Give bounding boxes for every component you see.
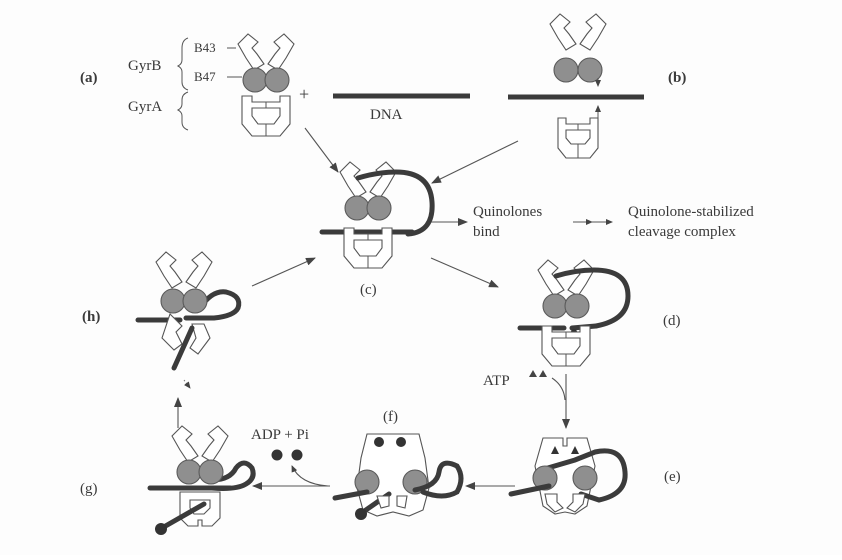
dna-g-segment-h: [183, 289, 242, 321]
plus-sign: +: [299, 84, 309, 104]
atp-triangle-icon: [529, 370, 537, 377]
gyrB-dimer-b: [549, 13, 607, 83]
dna-t-segment-h: [171, 325, 195, 371]
panel-label-b: (b): [668, 70, 686, 86]
atp-triangle-icon: [539, 370, 547, 377]
dna-g-segment-f: [412, 460, 464, 499]
panel-a: (a) GyrB GyrA B43 B47 +: [80, 33, 309, 137]
free-dna: DNA: [333, 93, 470, 123]
dna-label: DNA: [370, 107, 403, 123]
gyrase-a: [237, 33, 295, 137]
arrow-c-to-d: [430, 257, 499, 288]
panel-g: (g): [80, 425, 256, 535]
arrow-a-to-c: [304, 127, 339, 173]
atp-step: ATP: [483, 370, 570, 429]
panel-label-g: (g): [80, 481, 98, 497]
panel-e: (e): [508, 437, 681, 515]
gyrA-brace: [176, 91, 189, 131]
panel-label-d: (d): [663, 313, 681, 329]
quinolones-text-2: bind: [473, 224, 500, 240]
b47-label: B47: [194, 69, 216, 84]
panel-c: (c): [319, 161, 435, 298]
pi-dot-icon: [291, 449, 303, 461]
dashed-exit-arrow: [183, 379, 191, 389]
atp-label: ATP: [483, 373, 510, 389]
dna-g-segment-c: [355, 169, 435, 237]
panel-d: (d): [517, 259, 681, 367]
panel-b: (b): [508, 13, 686, 159]
gyrB-label: GyrB: [128, 58, 161, 74]
b43-label: B43: [194, 40, 216, 55]
panel-label-e: (e): [664, 469, 681, 485]
arrow-h-to-c: [251, 257, 316, 287]
panel-label-h: (h): [82, 309, 100, 325]
adp-step: ADP + Pi: [251, 427, 330, 490]
panel-h: (h): [82, 251, 242, 371]
dna-g-segment-g: [209, 460, 256, 491]
panel-label-a: (a): [80, 70, 98, 86]
adp-label: ADP + Pi: [251, 427, 309, 443]
panel-label-c: (c): [360, 282, 377, 298]
dna-g-segment-e: [538, 448, 628, 503]
gyrA-label: GyrA: [128, 99, 162, 115]
quinolones-text-1: Quinolones: [473, 204, 542, 220]
complex-text-2: cleavage complex: [628, 224, 736, 240]
gyrB-brace: [176, 37, 189, 91]
complex-text-1: Quinolone-stabilized: [628, 204, 754, 220]
adp-dot-icon: [271, 449, 283, 461]
dna-g-segment-d: [553, 267, 631, 329]
panel-label-f: (f): [383, 409, 398, 425]
panel-f: (f): [332, 409, 464, 520]
gyrA-b: [557, 117, 599, 159]
arrow-b-to-c: [431, 140, 519, 184]
